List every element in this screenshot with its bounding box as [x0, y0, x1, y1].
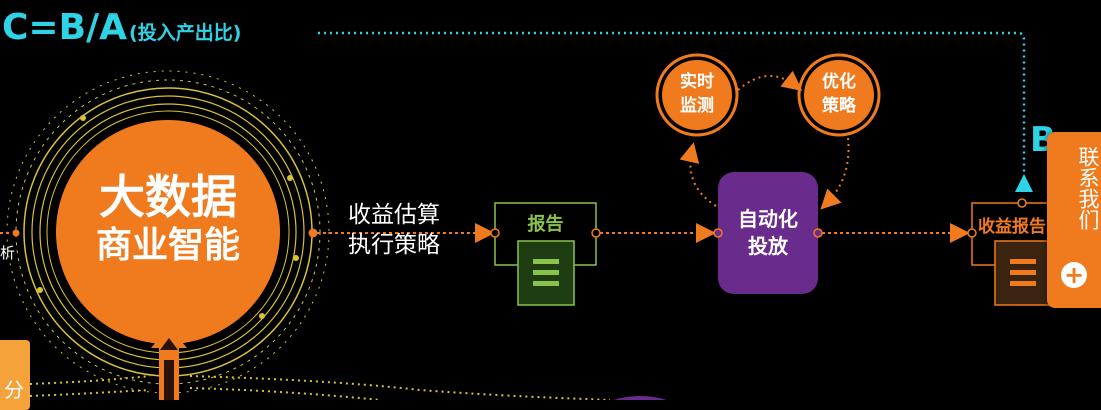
plus-icon: +	[1061, 262, 1087, 288]
feedback-arrow-head	[1015, 174, 1033, 192]
formula-main: C=B/A	[2, 7, 128, 48]
left-tab[interactable]: 分	[0, 340, 30, 410]
realtime-label: 实时 监测	[662, 70, 732, 118]
realtime-line-2: 监测	[680, 96, 714, 116]
optimize-line-1: 优化	[822, 72, 856, 92]
center-line-1: 大数据	[99, 170, 237, 224]
center-title: 大数据 商业智能	[58, 170, 278, 268]
flow-label: 收益估算 执行策略	[348, 200, 440, 260]
optimize-line-2: 策略	[822, 96, 856, 116]
optimize-circle-ring	[797, 53, 881, 137]
realtime-circle	[662, 60, 732, 130]
flow-label-line-1: 收益估算	[348, 202, 440, 228]
report-label: 报告	[527, 214, 564, 235]
optimize-circle	[804, 60, 874, 130]
left-cut-label: 析	[0, 244, 16, 262]
contact-us-label: 联系我们	[1076, 146, 1100, 230]
flow-diagram	[0, 31, 1061, 400]
automation-line-2: 投放	[748, 234, 788, 258]
automation-label: 自动化 投放	[718, 206, 818, 260]
cycle-arc-right	[820, 137, 850, 210]
revenue-report-label: 收益报告	[978, 217, 1046, 237]
automation-line-1: 自动化	[738, 207, 798, 231]
bottom-dotted-lines	[29, 375, 151, 385]
big-data-circle	[56, 120, 280, 344]
realtime-line-1: 实时	[680, 72, 714, 92]
cycle-arc-left	[679, 142, 717, 207]
realtime-circle-ring	[655, 53, 739, 137]
cycle-arc-top	[737, 70, 803, 91]
contact-us-button[interactable]: 联系我们 +	[1047, 132, 1101, 308]
ring-dots	[37, 115, 299, 319]
flow-label-line-2: 执行策略	[348, 232, 440, 258]
bottom-purple-shape	[613, 396, 667, 400]
formula-note: (投入产出比)	[129, 22, 242, 44]
optimize-label: 优化 策略	[804, 70, 874, 118]
roi-formula: C=B/A (投入产出比)	[2, 4, 241, 48]
center-line-2: 商业智能	[95, 225, 240, 266]
left-tab-label: 分	[4, 378, 24, 402]
automation-box	[718, 172, 818, 294]
